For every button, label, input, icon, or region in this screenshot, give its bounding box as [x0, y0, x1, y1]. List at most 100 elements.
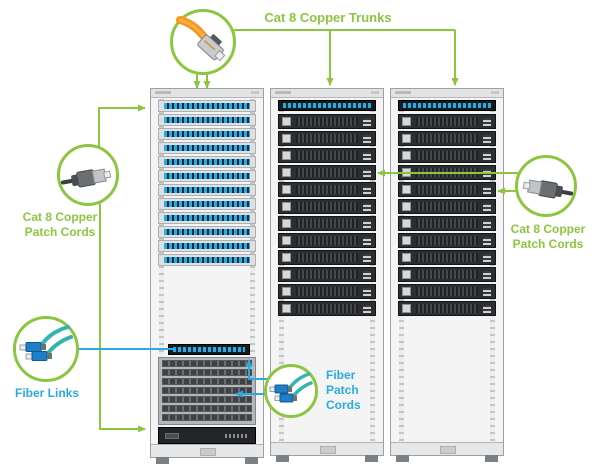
copper-ports	[164, 215, 250, 221]
cat8-patch-connector-icon	[522, 179, 574, 199]
patch-panel	[158, 100, 256, 112]
server-leds	[363, 169, 371, 177]
right-patch-label: Cat 8 Copper Patch Cords	[494, 222, 600, 252]
server-leds	[363, 288, 371, 296]
switch-line-card	[162, 360, 252, 367]
patch-panel	[158, 184, 256, 196]
server-label	[402, 134, 411, 143]
core-switch-chassis	[158, 357, 256, 425]
server-vent	[416, 236, 478, 245]
server-unit	[278, 233, 376, 248]
rack-rail	[250, 99, 255, 443]
copper-ports	[164, 117, 250, 123]
left-patch-label-line2: Patch Cords	[24, 225, 96, 239]
server-unit	[278, 301, 376, 316]
server-label	[282, 168, 291, 177]
server-vent	[296, 236, 358, 245]
server-vent	[416, 304, 478, 313]
fiber-lc-connectors-icon	[19, 325, 73, 361]
server-label	[282, 219, 291, 228]
trunk-ports	[283, 103, 371, 108]
server-unit	[278, 182, 376, 197]
rack-foot	[245, 457, 258, 464]
server-leds	[363, 118, 371, 126]
device-detail	[165, 433, 179, 439]
server-unit	[278, 148, 376, 163]
server-label	[282, 253, 291, 262]
server-leds	[363, 305, 371, 313]
right-patch-label-line2: Patch Cords	[512, 237, 584, 251]
trunks-label: Cat 8 Copper Trunks	[264, 10, 392, 25]
server-unit	[398, 148, 496, 163]
server-unit	[398, 165, 496, 180]
server-unit	[278, 131, 376, 146]
server-leds	[483, 271, 491, 279]
trunk-patch-panel	[278, 100, 376, 111]
server-vent	[416, 117, 478, 126]
server-label	[282, 151, 291, 160]
server-unit	[278, 165, 376, 180]
fiber-patch-panel	[168, 344, 250, 355]
fiber-ports	[173, 347, 245, 352]
server-vent	[296, 253, 358, 262]
server-label	[402, 202, 411, 211]
server-label	[282, 202, 291, 211]
server-leds	[483, 203, 491, 211]
server-vent	[296, 287, 358, 296]
server-label	[282, 304, 291, 313]
server-vent	[296, 185, 358, 194]
rack-foot	[396, 455, 409, 462]
rack-base	[271, 442, 383, 455]
left-rack-patch-panels	[158, 100, 256, 268]
server-leds	[363, 203, 371, 211]
switch-line-card	[162, 387, 252, 394]
server-unit	[398, 250, 496, 265]
server-label	[402, 236, 411, 245]
server-leds	[483, 118, 491, 126]
server-leds	[483, 186, 491, 194]
right-rack-servers	[398, 114, 496, 318]
server-label	[402, 117, 411, 126]
switch-line-card	[162, 378, 252, 385]
rack-foot	[485, 455, 498, 462]
fiber-patch-label-line2: Patch	[326, 383, 359, 397]
patch-panel	[158, 142, 256, 154]
rack-top-cap	[391, 89, 503, 98]
patch-panel	[158, 254, 256, 266]
rack-base	[391, 442, 503, 455]
device-detail	[225, 434, 247, 438]
patch-panel	[158, 128, 256, 140]
patch-panel	[158, 114, 256, 126]
fiber-patch-label-line3: Cords	[326, 398, 361, 412]
server-vent	[416, 253, 478, 262]
server-vent	[416, 219, 478, 228]
switch-line-card	[162, 396, 252, 403]
right-patch-connector-callout	[515, 155, 577, 217]
server-label	[282, 134, 291, 143]
server-unit	[398, 131, 496, 146]
server-vent	[296, 270, 358, 279]
server-vent	[416, 151, 478, 160]
fiber-links-label: Fiber Links	[14, 386, 79, 400]
left-patch-line-top	[98, 104, 146, 151]
server-label	[282, 236, 291, 245]
rack-foot	[276, 455, 289, 462]
server-unit	[398, 199, 496, 214]
switch-line-card	[162, 405, 252, 412]
server-leds	[483, 305, 491, 313]
patch-panel	[158, 212, 256, 224]
left-patch-connector-callout	[57, 144, 119, 206]
server-label	[402, 151, 411, 160]
server-vent	[416, 202, 478, 211]
patch-panel	[158, 156, 256, 168]
server-unit	[278, 267, 376, 282]
rack-rail	[159, 99, 164, 443]
copper-ports	[164, 201, 250, 207]
server-vent	[296, 134, 358, 143]
server-label	[402, 219, 411, 228]
fiber-links-callout	[13, 316, 79, 382]
server-unit	[398, 182, 496, 197]
left-patch-label: Cat 8 Copper Patch Cords	[8, 210, 112, 240]
middle-rack-servers	[278, 114, 376, 318]
